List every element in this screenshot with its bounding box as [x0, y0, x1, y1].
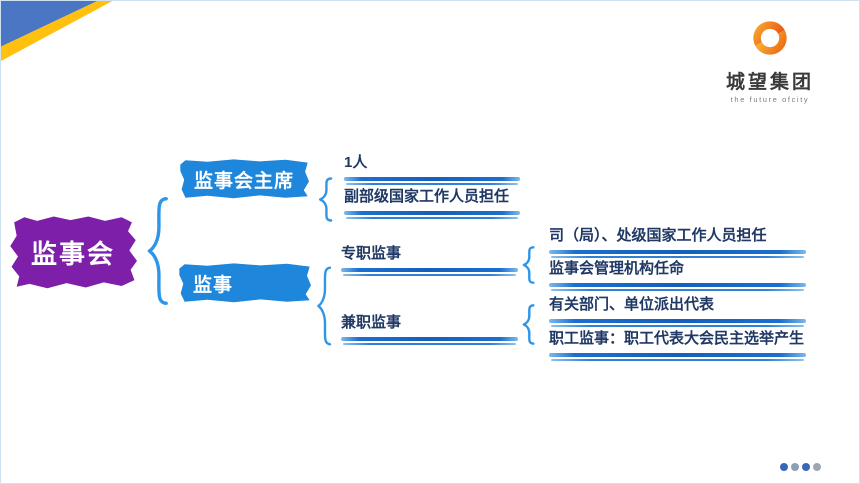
pagination-dots [780, 463, 821, 471]
item-fulltime-rank: 司（局）、处级国家工作人员担任 [549, 226, 806, 258]
item-fulltime-supervisor: 专职监事 [341, 244, 518, 276]
item-label: 1人 [344, 154, 368, 171]
logo-tagline: the future ofcity [730, 95, 810, 104]
pagination-dot-2[interactable] [791, 463, 799, 471]
item-parttime-delegates: 有关部门、单位派出代表 [549, 295, 806, 327]
item-label: 司（局）、处级国家工作人员担任 [549, 227, 767, 244]
underline [341, 337, 518, 345]
underline [341, 268, 518, 276]
pagination-dot-3[interactable] [802, 463, 810, 471]
item-label: 职工监事：职工代表大会民主选举产生 [549, 330, 805, 347]
item-chairman-count: 1人 [344, 153, 520, 185]
corner-decoration [1, 1, 117, 61]
node-chairman: 监事会主席 [180, 159, 309, 199]
brace-supervisors [316, 265, 332, 347]
item-label: 专职监事 [341, 245, 402, 262]
logo-sparkle [765, 31, 780, 45]
brace-root [146, 195, 169, 307]
underline [549, 319, 806, 327]
company-logo: 城望集团 the future ofcity [713, 13, 827, 104]
item-label: 兼职监事 [341, 314, 402, 331]
brace-chairman [318, 177, 333, 222]
item-label: 副部级国家工作人员担任 [344, 188, 510, 205]
node-supervisors: 监事 [179, 263, 311, 303]
node-root: 监事会 [10, 216, 137, 289]
underline [344, 211, 520, 219]
item-fulltime-appointment: 监事会管理机构任命 [549, 259, 806, 291]
brace-fulltime [522, 246, 535, 284]
item-label: 有关部门、单位派出代表 [549, 296, 715, 313]
pagination-dot-4[interactable] [813, 463, 821, 471]
underline [549, 283, 806, 291]
logo-name: 城望集团 [725, 72, 814, 93]
underline [549, 353, 806, 361]
item-chairman-appointment: 副部级国家工作人员担任 [344, 187, 520, 219]
item-parttime-employee: 职工监事：职工代表大会民主选举产生 [549, 329, 806, 361]
underline [549, 250, 806, 258]
brace-parttime [522, 304, 535, 345]
underline [344, 177, 520, 185]
pagination-dot-1[interactable] [780, 463, 788, 471]
item-parttime-supervisor: 兼职监事 [341, 313, 518, 345]
corner-blue-triangle [1, 1, 98, 47]
item-label: 监事会管理机构任命 [549, 260, 685, 277]
logo-swirl-icon [753, 21, 787, 55]
